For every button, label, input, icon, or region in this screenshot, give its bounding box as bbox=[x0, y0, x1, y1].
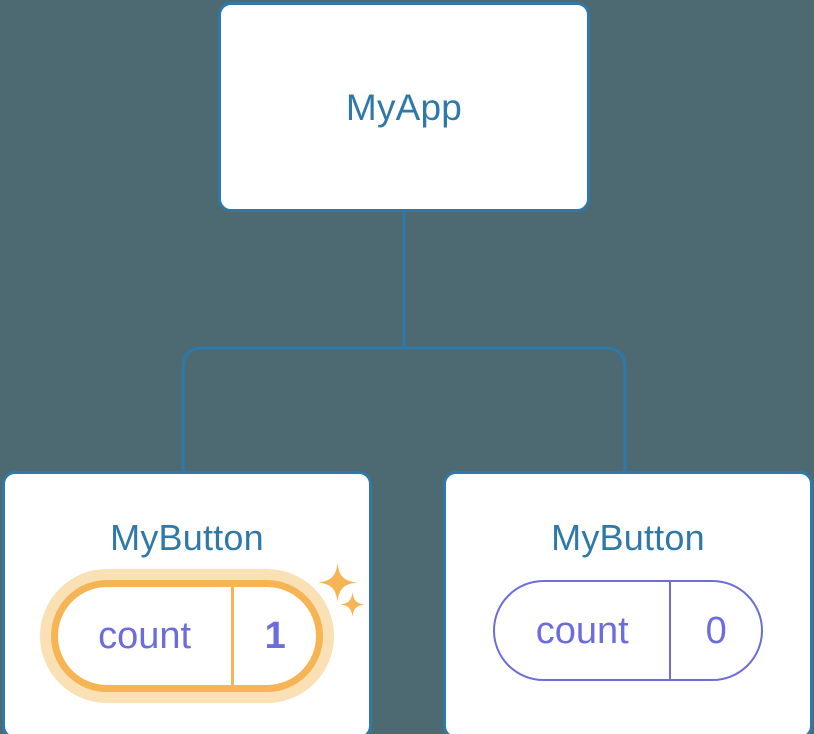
state-value-1: 1 bbox=[264, 615, 286, 657]
state-pill-1[interactable]: count 1 bbox=[51, 580, 323, 692]
connector-branch-bar bbox=[181, 346, 627, 471]
node-root-title: MyApp bbox=[345, 86, 463, 128]
node-child-title-2: MyButton bbox=[551, 517, 705, 558]
state-divider-1 bbox=[231, 587, 235, 685]
node-child-mybutton-2[interactable]: MyButton count 0 bbox=[443, 471, 813, 734]
state-pill-wrap-1: count 1 bbox=[40, 569, 334, 703]
node-child-mybutton-1[interactable]: MyButton count 1 bbox=[2, 471, 372, 734]
state-pill-2[interactable]: count 0 bbox=[493, 580, 763, 681]
node-root-myapp[interactable]: MyApp bbox=[218, 2, 590, 212]
state-divider-2 bbox=[669, 582, 672, 679]
state-value-2: 0 bbox=[705, 609, 727, 652]
state-key-2: count bbox=[535, 609, 629, 652]
state-pill-wrap-2: count 0 bbox=[493, 580, 763, 681]
node-child-title-1: MyButton bbox=[110, 517, 264, 558]
state-key-1: count bbox=[98, 615, 192, 657]
